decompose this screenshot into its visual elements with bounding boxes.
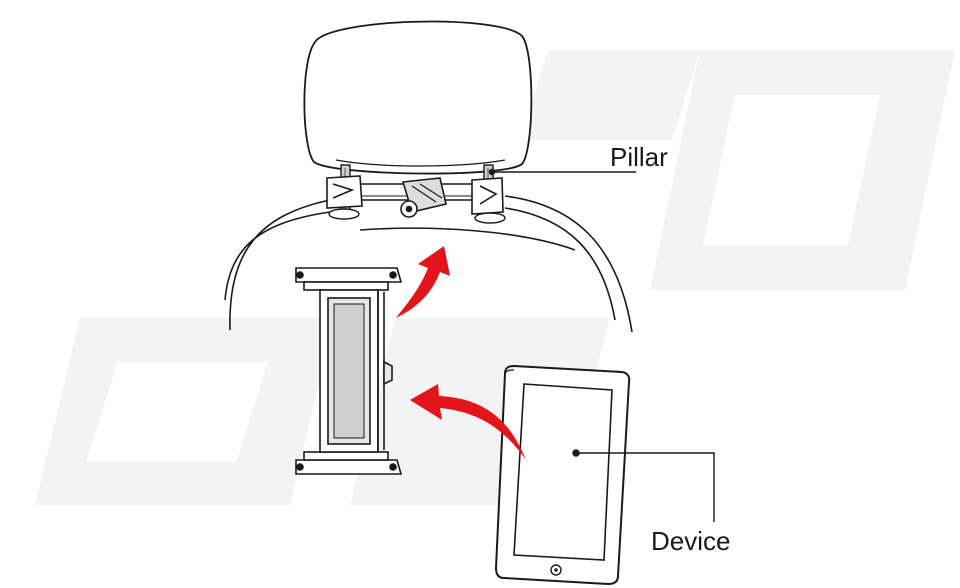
red-curved-arrow-up [396,246,450,318]
seat-back-outline [224,195,633,333]
device-leader-line [572,449,715,522]
headrest [303,20,533,175]
tablet-device [494,364,631,586]
tablet-holder-clamp [295,267,403,475]
pillar-label: Pillar [610,142,668,172]
device-label: Device [651,526,731,556]
pillar-leader-line [488,168,636,176]
headrest-mount-bar [326,175,504,218]
red-curved-arrow-left [410,384,526,460]
